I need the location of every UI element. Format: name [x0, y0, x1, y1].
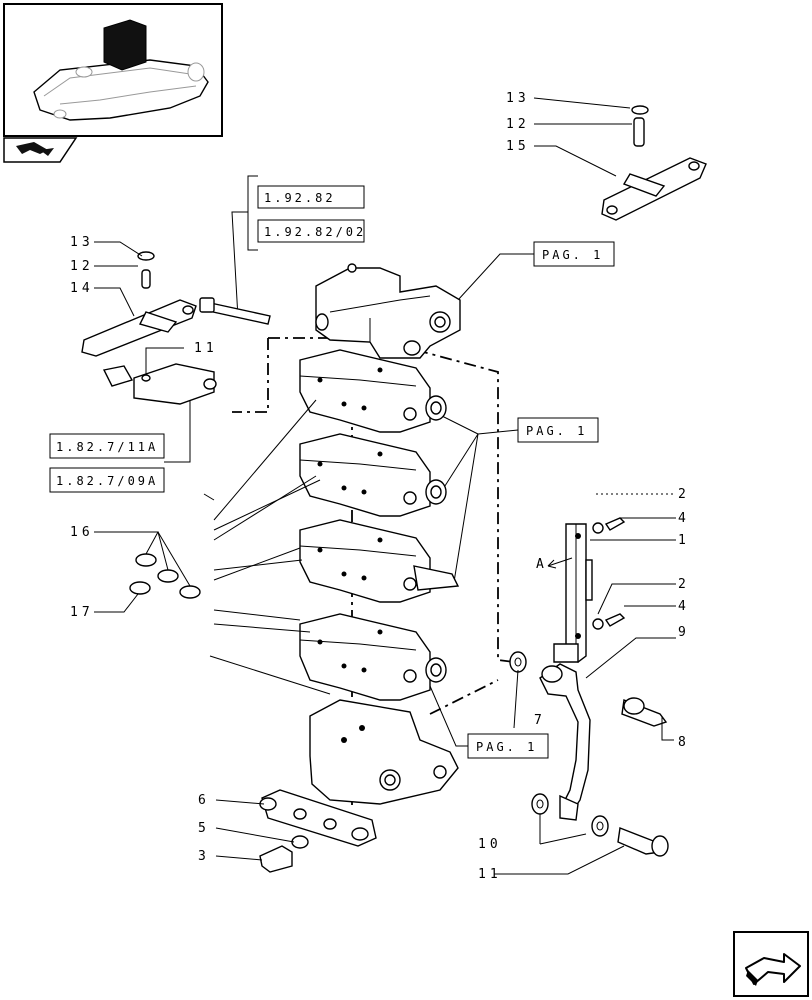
bracket-plate	[553, 523, 593, 663]
callout-14: 14	[70, 281, 94, 296]
top-housing	[315, 263, 461, 359]
valve-section-2	[299, 433, 447, 517]
reference-label: PAG. 1	[542, 248, 603, 262]
reference-label: 1.82.7/09A	[56, 474, 158, 488]
callout-12-left: 12	[70, 259, 94, 274]
reference-box-1-82-7-11a[interactable]: 1.82.7/11A	[49, 433, 165, 459]
callout-6: 6	[198, 793, 210, 808]
callout-8: 8	[678, 735, 690, 750]
callout-11-top: 11	[194, 341, 218, 356]
callout-5: 5	[198, 821, 210, 836]
thumbnail-assembly-icon	[33, 19, 209, 121]
callout-13-left: 13	[70, 235, 94, 250]
callout-17: 17	[70, 605, 94, 620]
next-page-arrow-icon[interactable]	[733, 931, 809, 997]
callout-9: 9	[678, 625, 690, 640]
callout-12-right: 12	[506, 117, 530, 132]
callout-13-right: 13	[506, 91, 530, 106]
callout-10: 10	[478, 837, 502, 852]
reference-box-pag-1-top[interactable]: PAG. 1	[533, 241, 615, 267]
reference-label: PAG. 1	[526, 424, 587, 438]
reference-box-1-92-82-02[interactable]: 1.92.82/02	[257, 219, 366, 243]
callout-1: 1	[678, 533, 690, 548]
callout-4-bottom: 4	[678, 599, 690, 614]
pipe-washers	[509, 651, 609, 837]
reference-label: 1.92.82	[264, 191, 336, 205]
reference-box-1-92-82[interactable]: 1.92.82	[257, 185, 365, 209]
reference-label: 1.92.82/02	[264, 225, 366, 239]
bottom-link-bar	[259, 789, 377, 847]
reference-box-pag-1-bottom[interactable]: PAG. 1	[467, 733, 549, 759]
callout-3: 3	[198, 849, 210, 864]
callout-7: 7	[534, 713, 546, 728]
right-lever-assembly	[601, 105, 707, 221]
banjo-bolts	[617, 697, 669, 857]
valve-section-4	[299, 613, 447, 701]
valve-section-1	[299, 349, 447, 433]
reference-label: 1.82.7/11A	[56, 440, 158, 454]
callout-2-bottom: 2	[678, 577, 690, 592]
reference-label: PAG. 1	[476, 740, 537, 754]
valve-section-3	[299, 519, 460, 603]
left-lever-assembly	[81, 251, 217, 405]
adjuster-screw	[199, 297, 271, 325]
view-label-a: A	[536, 557, 548, 572]
screws-washers	[592, 517, 626, 630]
callout-4-top: 4	[678, 511, 690, 526]
reference-box-1-82-7-09a[interactable]: 1.82.7/09A	[49, 467, 165, 493]
plug-seal	[259, 835, 309, 873]
callout-2-top: 2	[678, 487, 690, 502]
callout-15: 15	[506, 139, 530, 154]
o-ring-seals	[129, 553, 201, 599]
callout-16: 16	[70, 525, 94, 540]
bottom-end-housing	[309, 699, 459, 805]
hydraulic-pipe	[539, 663, 591, 821]
callout-11-bottom: 11	[478, 867, 502, 882]
reference-box-pag-1-mid[interactable]: PAG. 1	[517, 417, 599, 443]
thumbnail-frame[interactable]	[3, 3, 223, 137]
book-arrow-icon[interactable]	[3, 137, 78, 163]
